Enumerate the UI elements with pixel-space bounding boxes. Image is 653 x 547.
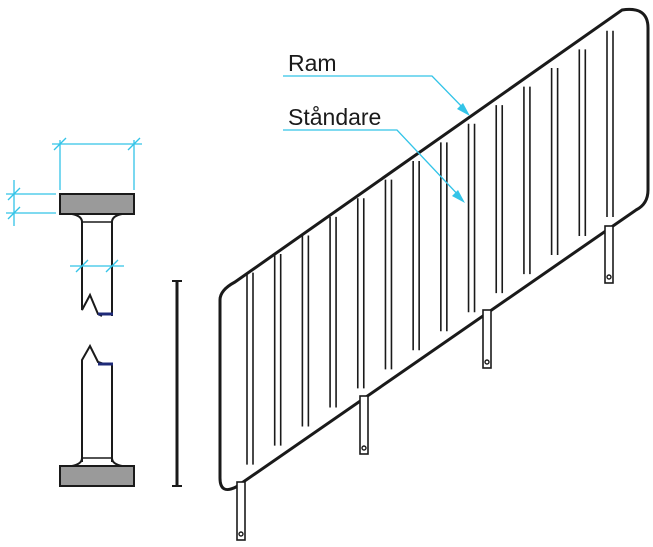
leader-frame bbox=[283, 75, 470, 116]
support-post bbox=[604, 225, 614, 284]
bottom-cap-plate bbox=[59, 465, 135, 487]
support-post bbox=[482, 309, 492, 369]
dimension-shaft-width bbox=[70, 259, 124, 273]
dimension-cap-thickness bbox=[6, 180, 56, 226]
baluster-detail bbox=[172, 280, 182, 487]
leader-baluster bbox=[283, 129, 465, 203]
railing-frame bbox=[218, 7, 650, 491]
support-post bbox=[236, 481, 246, 541]
support-post bbox=[359, 395, 369, 455]
support-posts bbox=[236, 225, 614, 541]
label-frame: Ram bbox=[288, 50, 337, 76]
arrowhead-baluster bbox=[452, 190, 465, 203]
railing bbox=[218, 7, 650, 541]
label-baluster: Ståndare bbox=[288, 104, 381, 130]
top-cap-plate bbox=[59, 193, 135, 215]
balusters bbox=[246, 30, 614, 465]
dimension-cap-width bbox=[52, 137, 142, 190]
arrowhead-frame bbox=[457, 103, 470, 116]
section-detail bbox=[6, 137, 142, 487]
